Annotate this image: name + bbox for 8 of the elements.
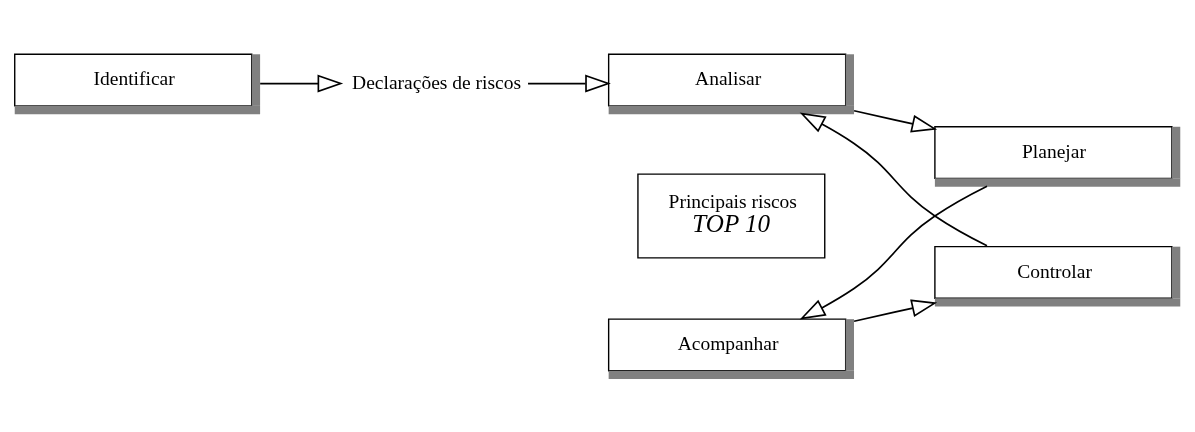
arrow <box>853 109 938 133</box>
node-box: Principais riscos TOP 10 <box>637 173 826 259</box>
arrow <box>799 112 988 247</box>
arrow <box>799 185 988 320</box>
arrow <box>527 74 611 93</box>
arrow <box>259 74 344 93</box>
node-text: Declarações de riscos <box>352 71 522 93</box>
arrow <box>853 299 938 323</box>
